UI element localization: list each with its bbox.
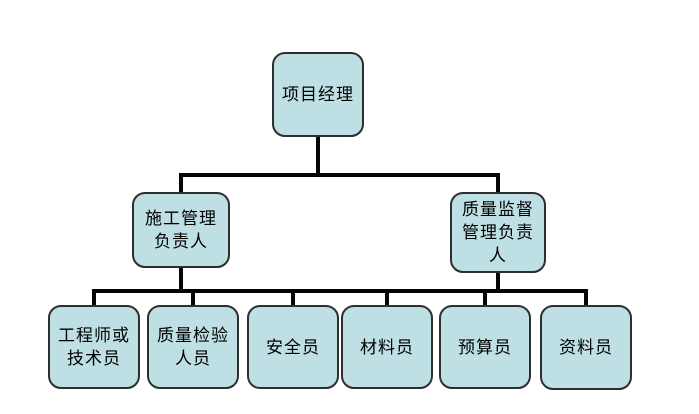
org-node-document-officer: 资料员 — [540, 305, 632, 390]
org-node-quality-manager: 质量监督管理负责人 — [450, 192, 546, 273]
org-node-quality-inspector: 质量检验人员 — [147, 305, 239, 389]
org-node-construction-manager: 施工管理负责人 — [132, 192, 230, 268]
org-node-label-line: 质量监督 — [462, 200, 534, 219]
org-node-label-line: 预算员 — [458, 337, 512, 357]
org-node-label-line: 施工管理 — [145, 209, 217, 228]
org-node-budget-officer: 预算员 — [439, 305, 531, 389]
org-node-safety-officer: 安全员 — [247, 305, 339, 389]
org-node-material-officer: 材料员 — [341, 305, 433, 389]
org-node-label-line: 安全员 — [266, 337, 320, 357]
org-node-label-line: 资料员 — [559, 338, 613, 357]
org-node-label-line: 人员 — [175, 349, 211, 368]
org-node-label-line: 质量检验 — [157, 326, 229, 345]
org-node-engineer: 工程师或技术员 — [48, 305, 140, 389]
org-node-label-line: 技术员 — [67, 349, 121, 368]
org-node-label-line: 材料员 — [360, 337, 414, 357]
org-node-label-line: 人 — [489, 246, 507, 265]
org-node-label-line: 工程师或 — [58, 326, 130, 345]
org-node-project-manager: 项目经理 — [272, 52, 364, 137]
org-node-label-line: 管理负责 — [462, 223, 534, 242]
org-node-label-line: 项目经理 — [282, 85, 354, 104]
org-node-label-line: 负责人 — [154, 232, 208, 251]
